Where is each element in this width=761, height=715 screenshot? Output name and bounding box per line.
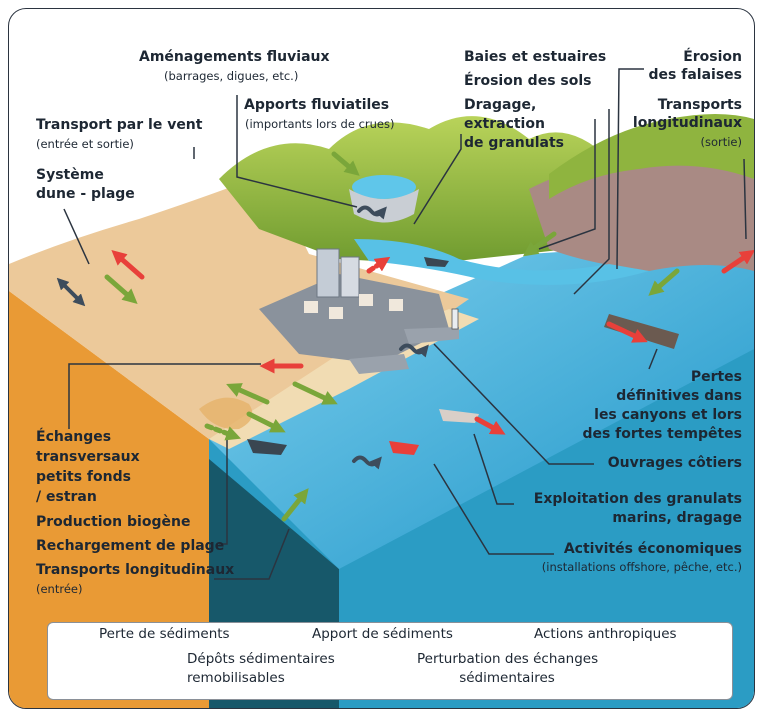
legend-perte: Perte de sédiments (99, 626, 230, 642)
house (389, 299, 403, 311)
label-vent: Transport par le vent (36, 117, 203, 133)
label-pertes-1: Pertes (690, 369, 742, 385)
town-platform (259, 274, 449, 364)
legend-anthropique: Actions anthropiques (534, 626, 677, 642)
label-pertes-3: les canyons et lors (594, 407, 742, 423)
green-hills (219, 116, 629, 264)
label-transports-entree: Transports longitudinaux (36, 562, 235, 578)
estuary-water (354, 239, 649, 285)
label-apports: Apports fluviatiles (244, 97, 390, 113)
boat (247, 439, 287, 455)
legend (47, 622, 733, 700)
label-transports-sortie-sub: (sortie) (700, 135, 742, 149)
label-pertes-2: définitives dans (616, 388, 742, 404)
house (304, 301, 318, 313)
label-erosion-falaises-2: des falaises (648, 67, 742, 83)
label-ouvrages: Ouvrages côtiers (607, 455, 742, 471)
label-biogene: Production biogène (36, 514, 191, 530)
legend-depots-1: Dépôts sédimentaires (187, 651, 335, 667)
legend-perturbation-1: Perturbation des échanges (417, 651, 599, 667)
house (359, 294, 373, 306)
label-exploitation-2: marins, dragage (612, 510, 742, 526)
label-transports-entree-sub: (entrée) (36, 582, 83, 596)
boat (389, 441, 419, 455)
cliff-top (549, 114, 754, 199)
legend-apport: Apport de sédiments (312, 626, 453, 642)
leader-lines (63, 68, 747, 580)
tower-block (340, 256, 360, 298)
label-dragage-1: Dragage, (464, 97, 537, 113)
perturbation-arrows (352, 205, 429, 470)
cliffs (529, 156, 754, 271)
depots-arrow (56, 277, 86, 307)
label-pertes-4: des fortes tempêtes (582, 426, 742, 442)
label-echanges-4: / estran (36, 489, 97, 505)
label-dragage-3: de granulats (464, 135, 564, 151)
lighthouse (451, 308, 459, 330)
reservoir (352, 175, 416, 199)
legend-depots-2: remobilisables (187, 670, 285, 686)
pier (404, 327, 459, 344)
plume (199, 397, 253, 430)
label-apports-sub: (importants lors de crues) (245, 117, 395, 131)
label-dragage-2: extraction (464, 116, 545, 132)
label-activites-sub: (installations offshore, pêche, etc.) (541, 560, 742, 574)
label-amenagements: Aménagements fluviaux (139, 49, 330, 65)
boat (424, 257, 449, 267)
gain-arrows (104, 151, 680, 522)
coastal-scene (9, 68, 754, 708)
label-echanges-1: Échanges (36, 429, 112, 445)
boat (439, 409, 479, 423)
label-baies: Baies et estuaires (464, 49, 607, 65)
breakwater (349, 354, 409, 374)
label-exploitation-1: Exploitation des granulats (533, 491, 742, 507)
diagram-frame: Aménagements fluviaux (barrages, digues,… (8, 8, 755, 709)
label-erosion-falaises-1: Érosion (683, 49, 742, 65)
label-recharge: Rechargement de plage (36, 538, 225, 554)
label-transports-sortie-1: Transports (657, 97, 742, 113)
dam (349, 189, 419, 223)
house (329, 307, 343, 319)
tower-block (316, 248, 340, 298)
label-echanges-2: transversaux (36, 449, 140, 465)
label-dune-2: dune - plage (36, 186, 135, 202)
label-erosion-sols: Érosion des sols (464, 73, 592, 89)
legend-perturbation-2: sédimentaires (459, 670, 555, 686)
loss-arrows (111, 249, 754, 435)
label-transports-sortie-2: longitudinaux (632, 115, 742, 131)
label-activites: Activités économiques (563, 541, 742, 557)
label-echanges-3: petits fonds (36, 469, 131, 485)
label-vent-sub: (entrée et sortie) (36, 137, 134, 151)
label-dune-1: Système (36, 167, 104, 183)
land-side (9, 291, 209, 708)
label-amenagements-sub: (barrages, digues, etc.) (164, 69, 299, 83)
